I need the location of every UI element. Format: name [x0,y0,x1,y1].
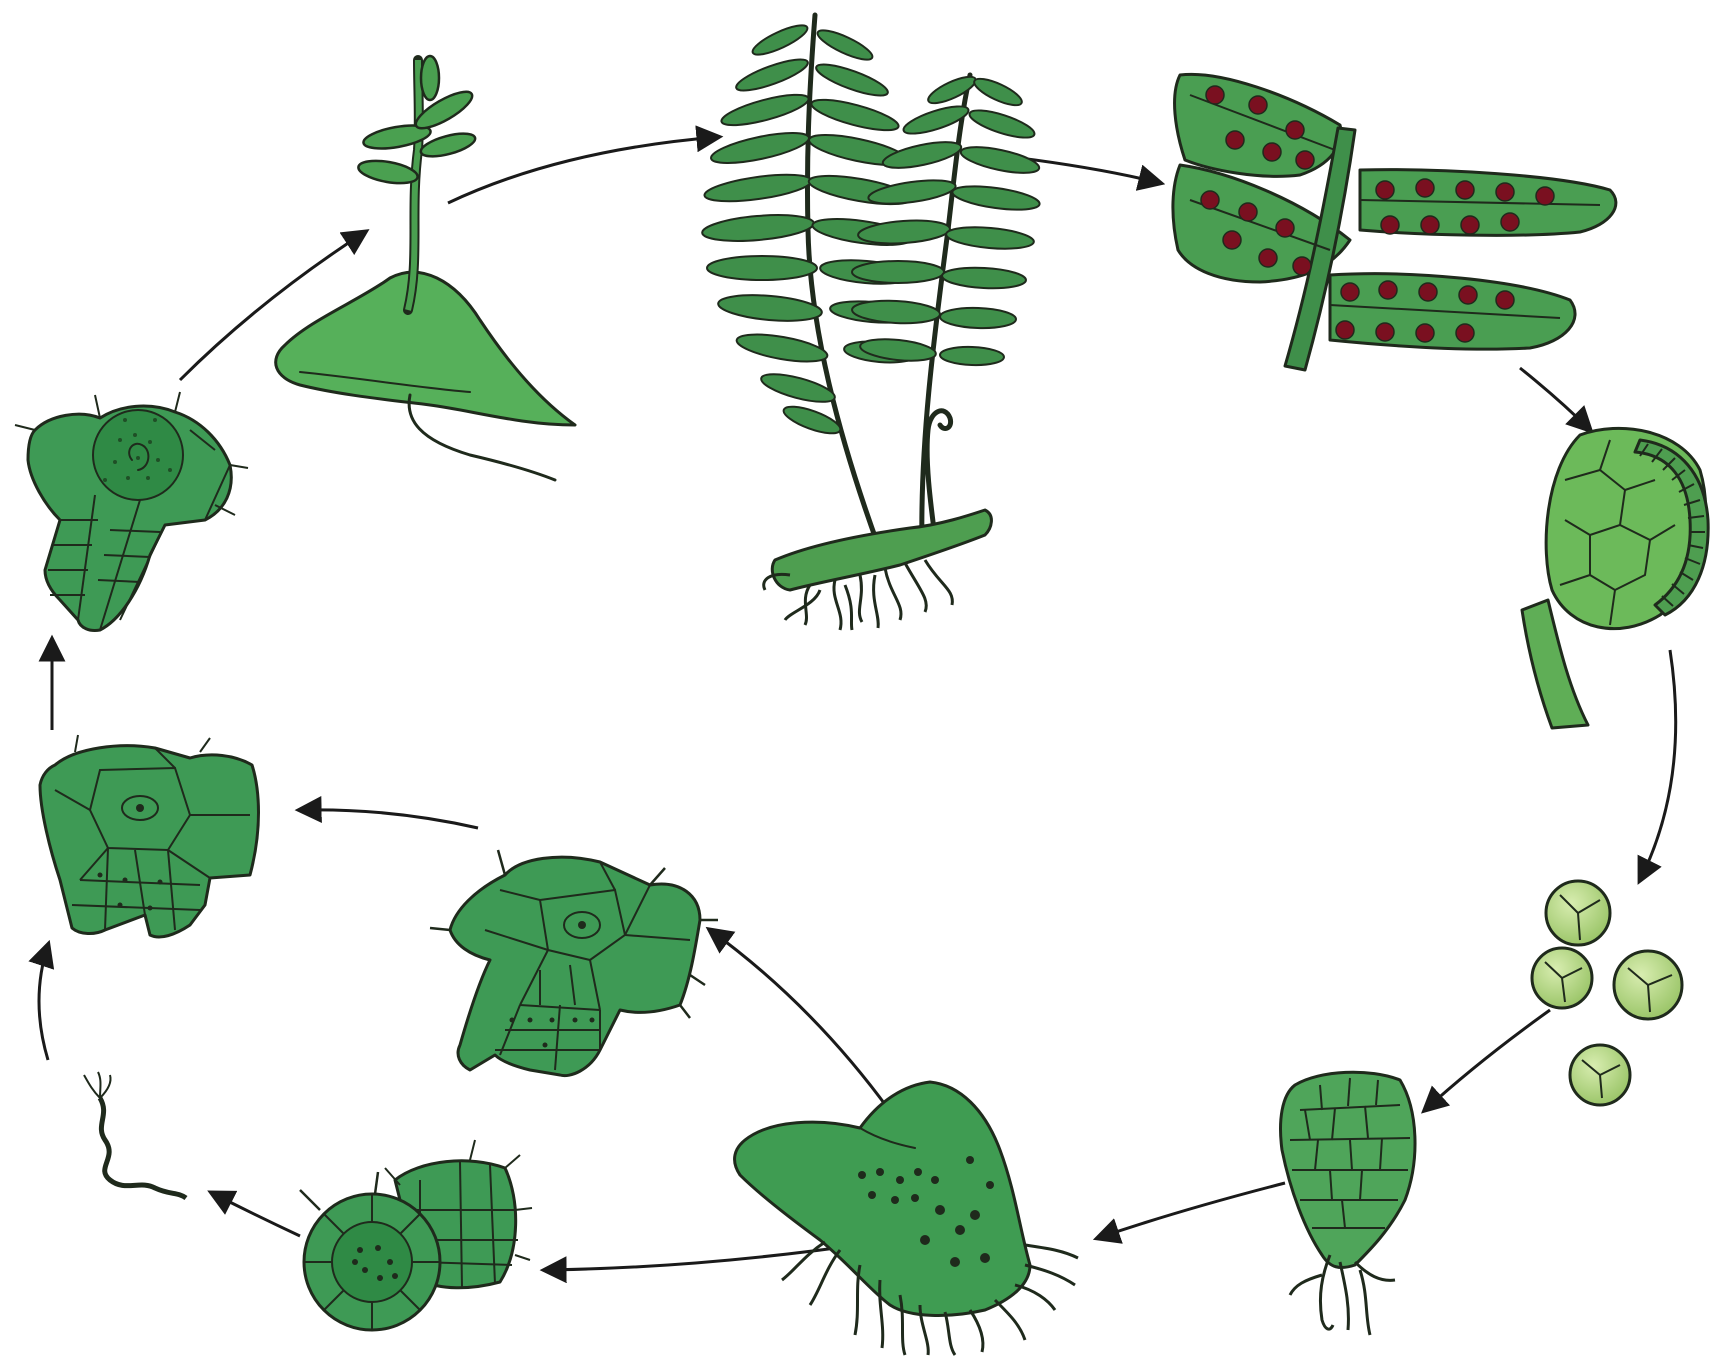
sporangium-icon [1522,428,1708,728]
fern-plant-with-rhizome-icon [701,15,1041,630]
young-sporophyte-on-prothallus-icon [276,56,575,480]
arrow-sperm-to-archegonium [39,945,48,1060]
arrow-prothallus-to-archegonium [710,930,902,1128]
heart-shaped-prothallus-icon [735,1082,1078,1355]
arrow-prothallus-to-antheridium [545,1243,872,1270]
arrow-germinating-to-prothallus [1098,1183,1285,1238]
arrow-archegonium-back [300,810,478,828]
archegonium-icon [430,850,718,1076]
sperm-icon [84,1072,186,1198]
frond-sori-icon [1173,74,1616,370]
rhizome [772,510,991,590]
spores-icon [1532,881,1682,1105]
arrow-antheridium-to-sperm [212,1193,300,1236]
archegonium-with-embryo-icon [15,392,248,631]
frond-right [851,72,1041,545]
arrow-young-to-mature [448,137,718,203]
antheridium-icon [300,1140,532,1330]
arrow-sporangium-to-spores [1640,650,1676,880]
fertilized-archegonium-icon [40,735,259,937]
arrow-frond-to-sporangium [1520,368,1590,430]
germinating-spore-icon [1281,1072,1415,1335]
arrow-spores-to-germinating [1425,1010,1550,1110]
